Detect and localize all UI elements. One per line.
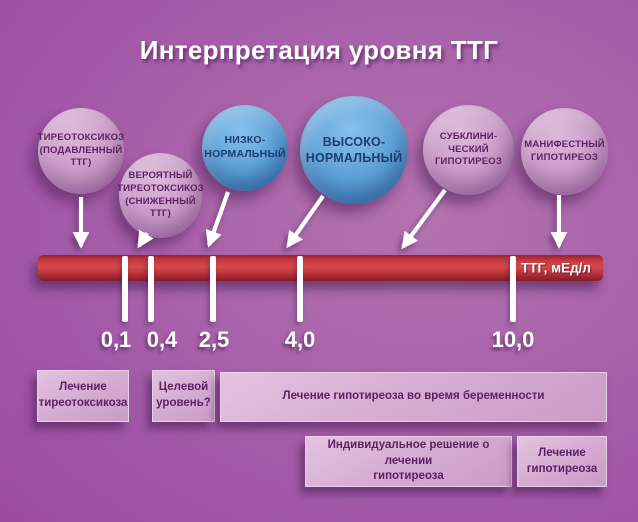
box-treatment-hypothyroidism-pregnancy: Лечение гипотиреоза во время беременност… xyxy=(220,372,607,422)
bubble-thyrotoxicosis: ТИРЕОТОКСИКОЗ (ПОДАВЛЕННЫЙ ТТГ) xyxy=(38,108,124,194)
tick-label-2-5: 2,5 xyxy=(198,327,230,352)
bubble-low-normal-label: НИЗКО- НОРМАЛЬНЫЙ xyxy=(204,134,286,160)
box-treatment-hypothyroidism-pregnancy-label: Лечение гипотиреоза во время беременност… xyxy=(282,390,545,403)
bubble-probable-thyrotoxicosis: ВЕРОЯТНЫЙ ТИРЕОТОКСИКОЗ (СНИЖЕННЫЙ ТТГ) xyxy=(117,153,204,238)
bubble-manifest-hypothyroidism-label: МАНИФЕСТНЫЙ ГИПОТИРЕОЗ xyxy=(524,138,605,163)
box-treatment-hypothyroidism: Лечение гипотиреоза xyxy=(517,436,607,487)
box-target-level-label: Целевой уровень? xyxy=(156,381,211,409)
bubble-subclinical-hypothyroidism-label: СУБКЛИНИ- ЧЕСКИЙ ГИПОТИРЕОЗ xyxy=(434,131,503,168)
tick-label-0-4: 0,4 xyxy=(146,327,178,352)
tick-0-1 xyxy=(122,256,128,322)
tsh-scale-bar: ТТГ, мЕд/л xyxy=(38,255,603,281)
bubble-subclinical-hypothyroidism: СУБКЛИНИ- ЧЕСКИЙ ГИПОТИРЕОЗ xyxy=(423,105,514,195)
tick-0-4 xyxy=(148,256,154,322)
bubble-thyrotoxicosis-label: ТИРЕОТОКСИКОЗ (ПОДАВЛЕННЫЙ ТТГ) xyxy=(37,132,125,169)
arrow-subclinical-hypothyroidism xyxy=(401,188,447,250)
bubble-low-normal: НИЗКО- НОРМАЛЬНЫЙ xyxy=(202,105,288,191)
arrow-high-normal xyxy=(286,194,325,249)
tick-label-10-0: 10,0 xyxy=(491,327,535,352)
page-title: Интерпретация уровня ТТГ xyxy=(139,35,499,65)
tick-4-0 xyxy=(297,256,303,322)
bubble-high-normal: ВЫСОКО- НОРМАЛЬНЫЙ xyxy=(300,96,408,204)
tick-10-0 xyxy=(510,256,516,322)
bubble-probable-thyrotoxicosis-label: ВЕРОЯТНЫЙ ТИРЕОТОКСИКОЗ (СНИЖЕННЫЙ ТТГ) xyxy=(117,170,204,220)
tick-label-0-1: 0,1 xyxy=(100,327,132,352)
box-treatment-thyrotoxicosis-label: Лечение тиреотоксикоза xyxy=(38,381,128,409)
tick-2-5 xyxy=(210,256,216,322)
bubble-manifest-hypothyroidism: МАНИФЕСТНЫЙ ГИПОТИРЕОЗ xyxy=(521,108,608,195)
box-treatment-thyrotoxicosis: Лечение тиреотоксикоза xyxy=(37,370,129,422)
tick-label-4-0: 4,0 xyxy=(284,327,316,352)
box-target-level: Целевой уровень? xyxy=(152,370,215,422)
box-individual-decision: Индивидуальное решение о лечении гипотир… xyxy=(305,436,512,487)
axis-unit-label: ТТГ, мЕд/л xyxy=(520,260,591,276)
box-treatment-hypothyroidism-label: Лечение гипотиреоза xyxy=(526,446,598,475)
bubble-high-normal-label: ВЫСОКО- НОРМАЛЬНЫЙ xyxy=(305,134,403,166)
arrow-low-normal xyxy=(205,191,230,248)
box-individual-decision-label: Индивидуальное решение о лечении гипотир… xyxy=(327,439,490,483)
